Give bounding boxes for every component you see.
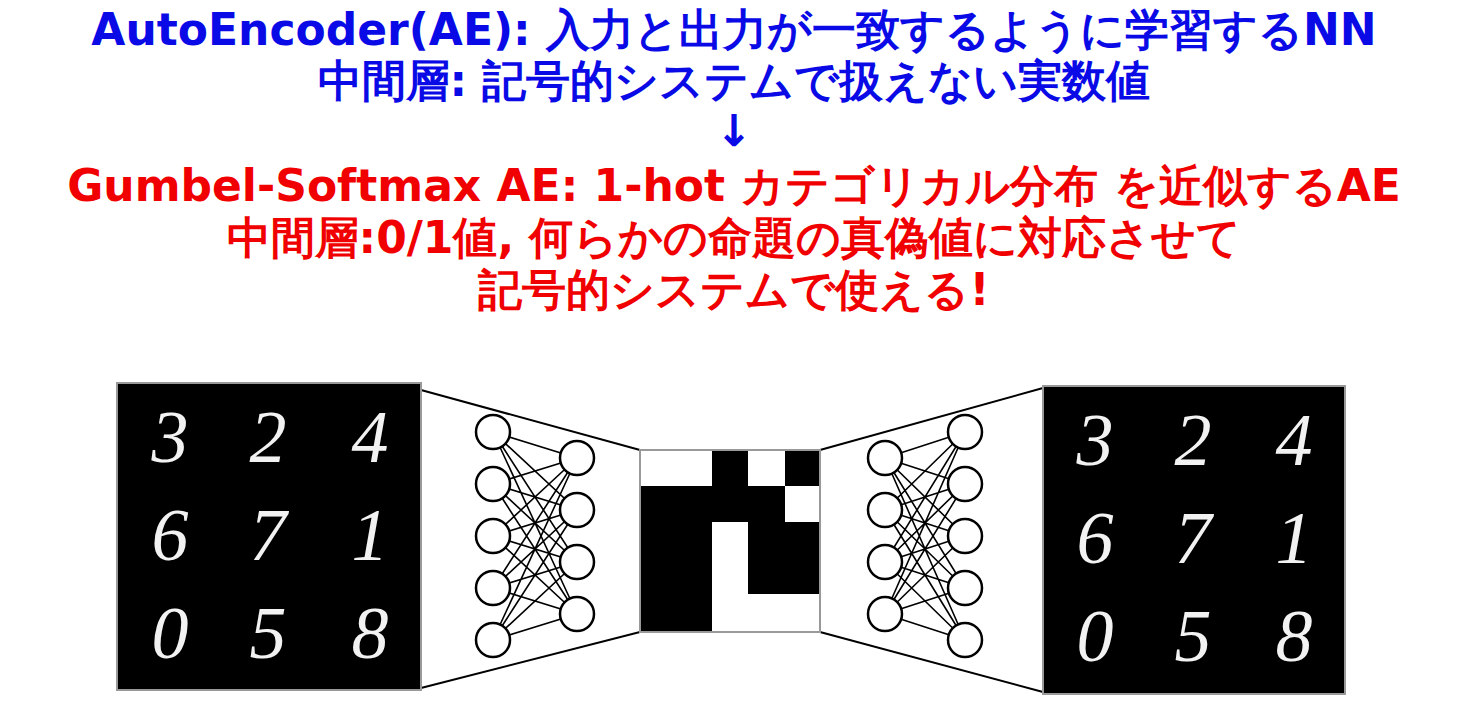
neuron xyxy=(476,415,510,449)
digit-glyph: 7 xyxy=(1175,498,1212,579)
latent-bit xyxy=(640,450,712,486)
digit-glyph: 6 xyxy=(152,495,189,576)
digit-glyph: 3 xyxy=(1077,400,1114,481)
neuron xyxy=(948,415,982,449)
heading-line: AutoEncoder(AE): 入力と出力が一致するように学習するNN xyxy=(91,6,1376,54)
digit-glyph: 1 xyxy=(1276,498,1313,579)
neuron xyxy=(476,519,510,553)
neuron xyxy=(868,493,902,527)
funnel-line xyxy=(421,388,1043,692)
digit-glyph: 6 xyxy=(1077,498,1114,579)
digit-glyph: 5 xyxy=(250,593,287,674)
heading-line: Gumbel-Softmax AE: 1-hot カテゴリカル分布 を近似するA… xyxy=(67,162,1401,210)
output-image xyxy=(1043,386,1345,694)
latent-bit xyxy=(785,486,820,522)
digit-glyph: 3 xyxy=(152,397,189,478)
neuron xyxy=(560,493,594,527)
latent-grid xyxy=(640,450,820,632)
latent-bit xyxy=(748,450,785,486)
heading-line: 中間層: 記号的システムで扱えない実数値 xyxy=(318,57,1151,105)
neuron xyxy=(868,545,902,579)
latent-bit xyxy=(748,594,820,632)
neuron xyxy=(948,467,982,501)
neuron xyxy=(560,545,594,579)
neuron xyxy=(476,571,510,605)
digit-glyph: 5 xyxy=(1175,596,1212,677)
neuron xyxy=(476,467,510,501)
latent-grid-border xyxy=(640,450,820,632)
neuron xyxy=(560,597,594,631)
neuron-group xyxy=(476,415,982,657)
neuron xyxy=(948,519,982,553)
digit-glyph: 2 xyxy=(1175,400,1212,481)
digit-glyph: 0 xyxy=(1077,596,1114,677)
latent-bits xyxy=(640,450,820,632)
digit-glyph: 8 xyxy=(1276,596,1313,677)
digit-glyph: 4 xyxy=(352,397,389,478)
neuron xyxy=(560,441,594,475)
digit-glyph: 8 xyxy=(352,593,389,674)
digit-glyph: 7 xyxy=(250,495,287,576)
heading-line: 記号的システムで使える! xyxy=(478,266,989,314)
neuron xyxy=(476,623,510,657)
neuron xyxy=(948,571,982,605)
digit-glyph: 4 xyxy=(1276,400,1313,481)
arrow-symbol: ↓ xyxy=(716,107,753,155)
digit-glyph: 1 xyxy=(352,495,389,576)
neuron xyxy=(948,623,982,657)
digit-glyph: 0 xyxy=(152,593,189,674)
latent-bit xyxy=(712,522,748,632)
input-image xyxy=(117,383,421,690)
digit-glyph: 2 xyxy=(250,397,287,478)
neuron xyxy=(868,597,902,631)
neuron xyxy=(868,441,902,475)
heading-line: 中間層:0/1値, 何らかの命題の真偽値に対応させて xyxy=(227,214,1242,262)
